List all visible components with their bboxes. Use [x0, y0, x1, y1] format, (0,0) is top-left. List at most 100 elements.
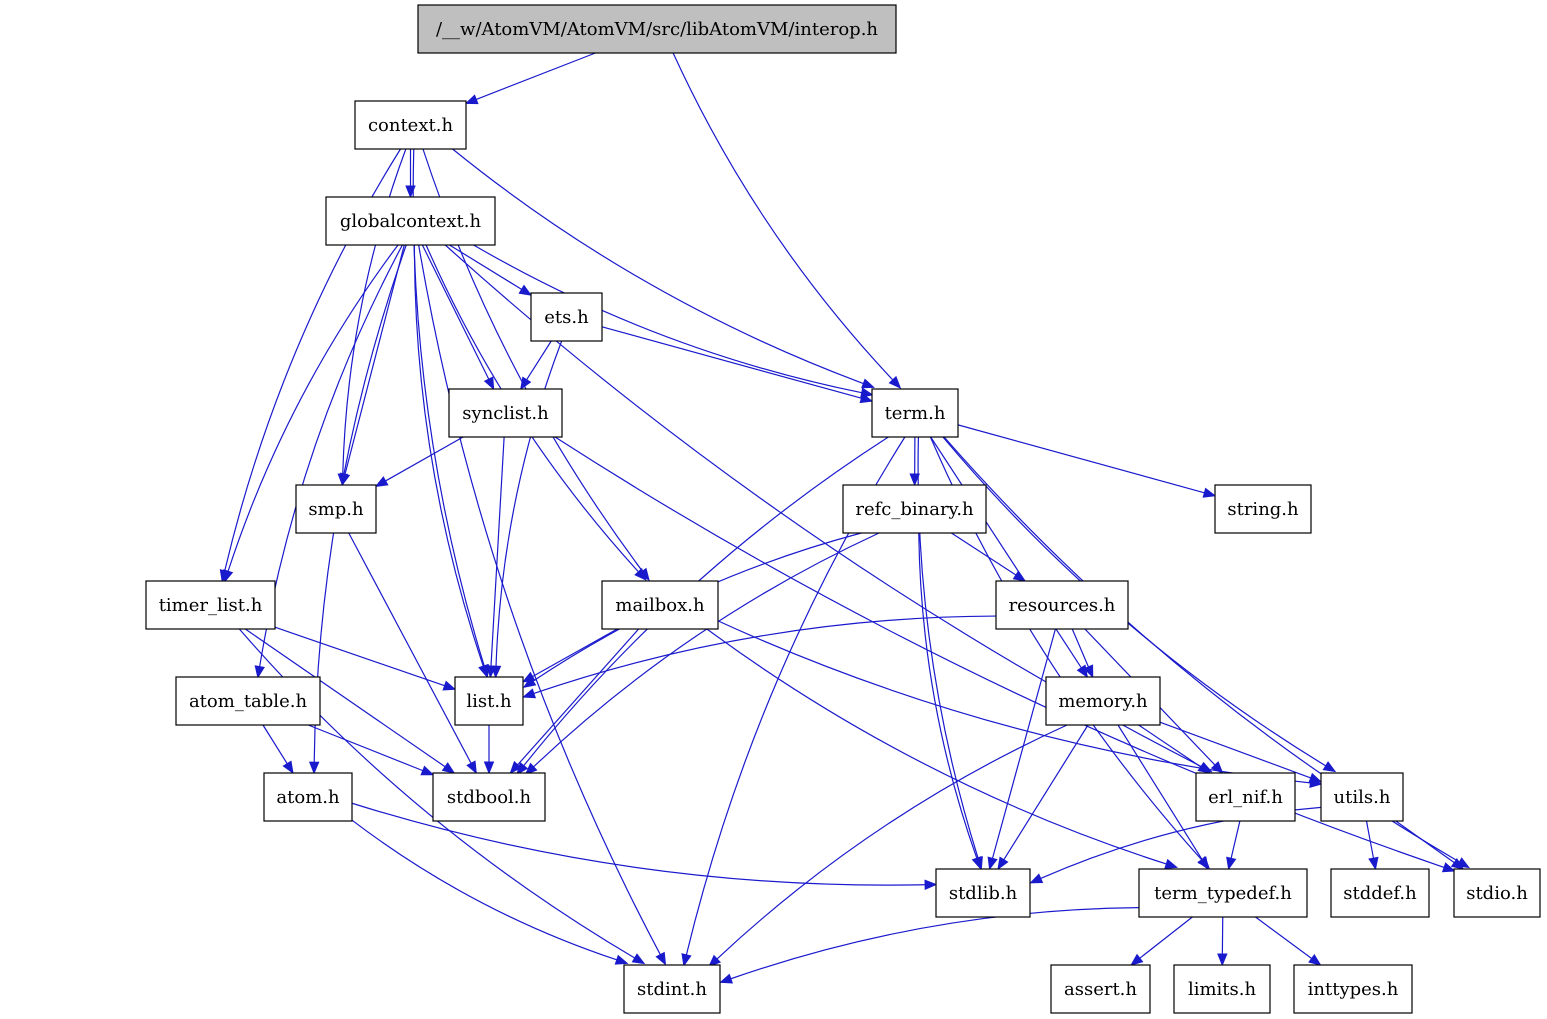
- node-globalcontext[interactable]: globalcontext.h: [325, 196, 496, 246]
- node-label: stdbool.h: [447, 787, 532, 808]
- node-atom-table[interactable]: atom_table.h: [175, 676, 321, 726]
- node-smp[interactable]: smp.h: [295, 484, 377, 534]
- node-box: [842, 484, 987, 534]
- edge-arrowhead: [1368, 856, 1379, 871]
- edge-line: [344, 244, 405, 475]
- edge-atom-to-stdlib: [351, 802, 938, 891]
- edge-atom_table-to-stdbool: [308, 724, 435, 776]
- edge-arrowhead: [442, 680, 457, 691]
- edge-arrowhead: [634, 567, 647, 581]
- node-refc-binary[interactable]: refc_binary.h: [842, 484, 987, 534]
- node-limits[interactable]: limits.h: [1173, 964, 1271, 1014]
- node-box: [623, 964, 721, 1014]
- edge-line: [1230, 820, 1241, 859]
- edge-line: [348, 532, 472, 764]
- edge-arrowhead: [521, 671, 536, 683]
- edge-term_typedef-to-assert: [1130, 916, 1193, 966]
- edge-list-to-stdbool: [483, 725, 495, 775]
- node-label: globalcontext.h: [340, 211, 482, 232]
- edge-timer_list-to-stdbool: [244, 628, 456, 774]
- node-erl-nif[interactable]: erl_nif.h: [1195, 772, 1296, 822]
- node-box: [1045, 676, 1161, 726]
- node-utils[interactable]: utils.h: [1320, 772, 1404, 822]
- edge-arrowhead: [1441, 862, 1456, 873]
- node-stdbool[interactable]: stdbool.h: [432, 772, 546, 822]
- edge-arrowhead: [655, 951, 667, 966]
- edge-line: [601, 326, 862, 399]
- edge-arrowhead: [708, 954, 722, 968]
- edge-utils-to-stdio: [1395, 820, 1465, 870]
- edge-line: [1117, 724, 1203, 860]
- node-timer-list[interactable]: timer_list.h: [145, 580, 276, 630]
- node-assert[interactable]: assert.h: [1050, 964, 1151, 1014]
- edge-interop-to-term: [672, 52, 902, 389]
- node-box: [325, 196, 496, 246]
- node-label: stdlib.h: [949, 883, 1018, 904]
- edge-line: [1071, 628, 1089, 668]
- node-stdio[interactable]: stdio.h: [1453, 868, 1541, 918]
- node-list[interactable]: list.h: [454, 676, 524, 726]
- edge-refc_binary-to-resources: [951, 532, 1027, 582]
- edge-arrowhead: [254, 665, 265, 679]
- edge-line: [517, 628, 640, 766]
- edge-line: [1255, 916, 1313, 959]
- edge-arrowhead: [464, 94, 479, 105]
- node-label: stdio.h: [1466, 883, 1528, 904]
- node-resources[interactable]: resources.h: [995, 580, 1129, 630]
- edge-arrowhead: [509, 760, 522, 774]
- edge-line: [918, 532, 978, 859]
- node-inttypes[interactable]: inttypes.h: [1293, 964, 1413, 1014]
- node-stdlib[interactable]: stdlib.h: [935, 868, 1031, 918]
- edge-line: [418, 244, 661, 955]
- edge-line: [930, 436, 1082, 669]
- node-interop[interactable]: /__w/AtomVM/AtomVM/src/libAtomVM/interop…: [417, 4, 897, 54]
- node-box: [1050, 964, 1151, 1014]
- node-box: [1195, 772, 1296, 822]
- edge-line: [449, 244, 522, 290]
- edge-globalcontext-to-timer_list: [223, 244, 399, 583]
- node-string[interactable]: string.h: [1214, 484, 1312, 534]
- node-term-typedef[interactable]: term_typedef.h: [1138, 868, 1308, 918]
- edge-line: [526, 340, 552, 381]
- node-synclist[interactable]: synclist.h: [448, 388, 563, 438]
- node-label: mailbox.h: [615, 595, 705, 616]
- node-context[interactable]: context.h: [354, 100, 467, 150]
- node-box: [1320, 772, 1404, 822]
- edge-term-to-string: [957, 424, 1217, 498]
- node-memory[interactable]: memory.h: [1045, 676, 1161, 726]
- edge-globalcontext-to-stdint: [418, 244, 667, 966]
- edge-context-to-term: [452, 148, 875, 389]
- node-label: erl_nif.h: [1208, 787, 1283, 808]
- edge-synclist-to-smp: [374, 436, 464, 487]
- node-label: list.h: [466, 691, 512, 712]
- edge-arrowhead: [522, 688, 537, 699]
- node-label: term_typedef.h: [1154, 883, 1292, 904]
- node-stdint[interactable]: stdint.h: [623, 964, 721, 1014]
- edge-line: [730, 907, 1140, 980]
- edge-line: [957, 424, 1205, 494]
- node-atom[interactable]: atom.h: [263, 772, 353, 822]
- edge-arrowhead: [420, 765, 435, 776]
- edge-arrowhead: [485, 665, 497, 679]
- node-mailbox[interactable]: mailbox.h: [601, 580, 719, 630]
- edge-globalcontext-to-atom_table: [254, 244, 403, 679]
- node-label: assert.h: [1064, 979, 1137, 1000]
- edge-arrowhead: [282, 760, 294, 775]
- edge-mailbox-to-term_typedef: [706, 628, 1179, 869]
- edge-globalcontext-to-ets: [449, 244, 533, 296]
- edge-arrowhead: [987, 856, 998, 871]
- edge-memory-to-stdint: [708, 724, 1068, 968]
- edge-arrowhead: [1029, 873, 1044, 884]
- edge-arrowhead: [1130, 953, 1144, 966]
- edge-line: [262, 724, 288, 764]
- nodes-layer: /__w/AtomVM/AtomVM/src/libAtomVM/interop…: [145, 4, 1541, 1014]
- node-stddef[interactable]: stddef.h: [1330, 868, 1430, 918]
- node-label: inttypes.h: [1308, 979, 1399, 1000]
- edge-arrowhead: [374, 476, 389, 487]
- node-ets[interactable]: ets.h: [530, 292, 603, 342]
- node-term[interactable]: term.h: [871, 388, 959, 438]
- node-box: [454, 676, 524, 726]
- node-label: timer_list.h: [159, 595, 263, 616]
- edge-resources-to-list: [522, 615, 997, 699]
- edge-ets-to-term: [601, 326, 874, 404]
